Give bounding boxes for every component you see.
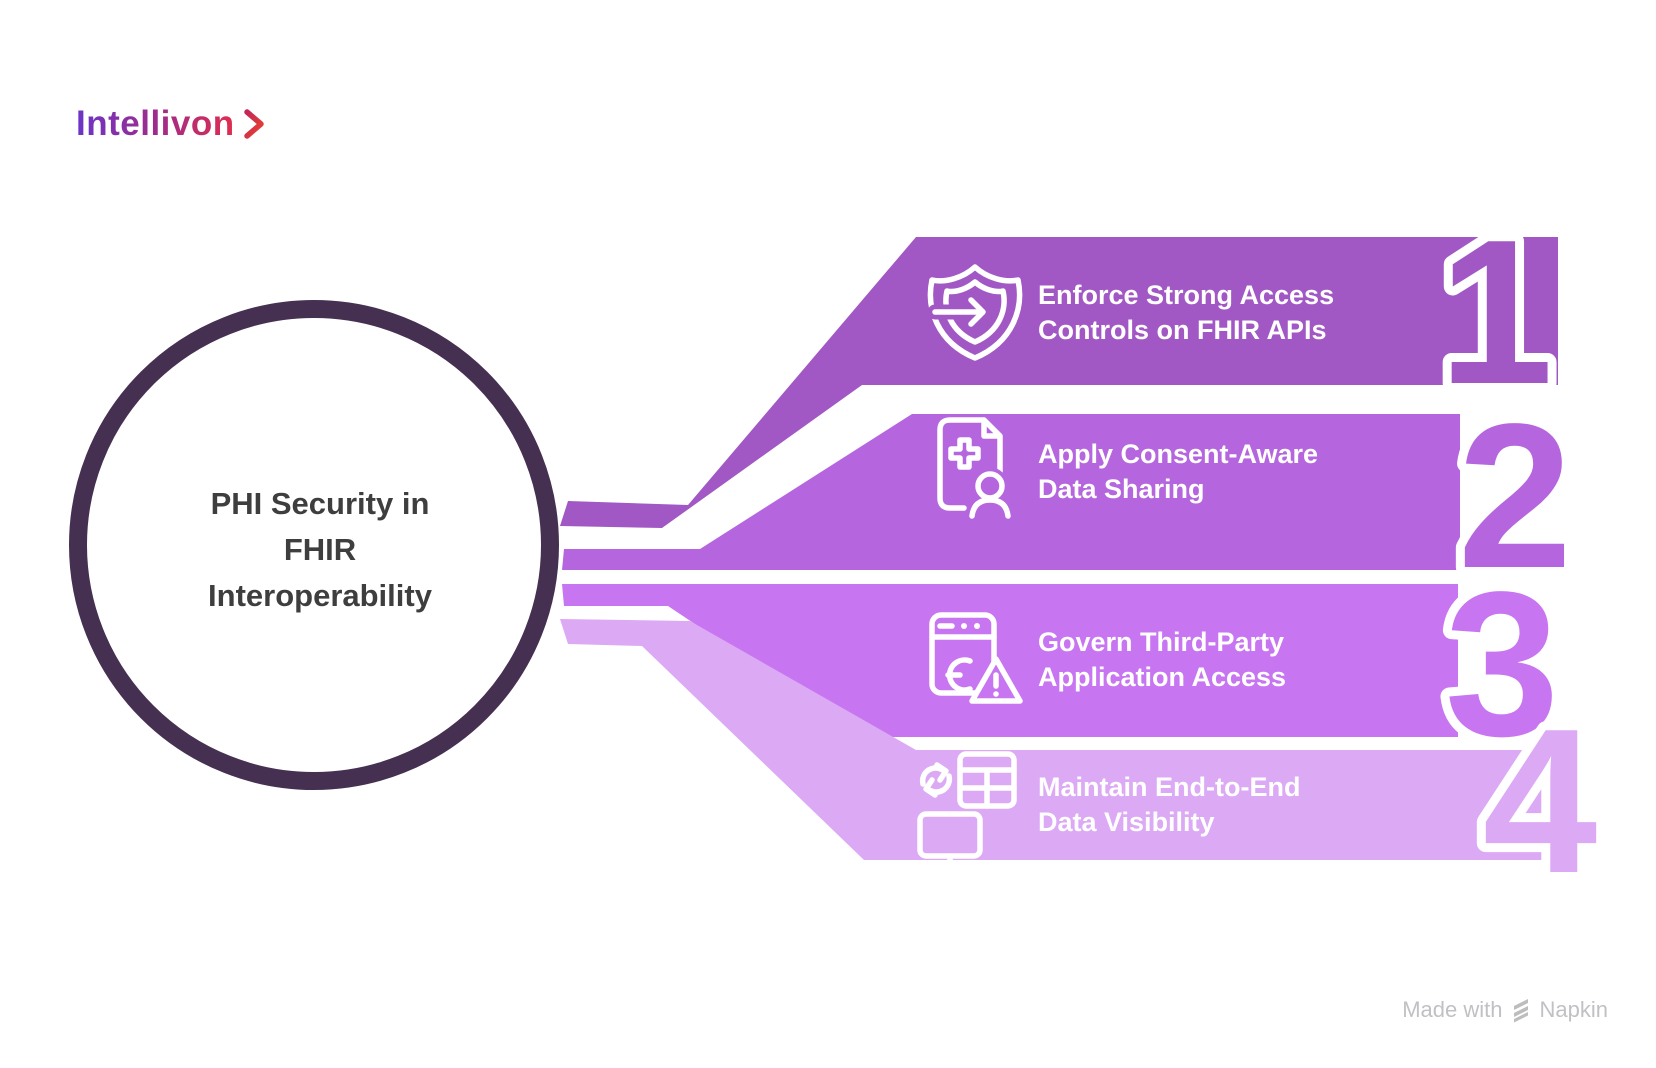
footer-made-with-text: Made with — [1402, 997, 1503, 1022]
step-1-label-line1: Enforce Strong Access — [1038, 280, 1334, 310]
step-3-label-line1: Govern Third-Party — [1038, 627, 1284, 657]
step-2-label-line1: Apply Consent-Aware — [1038, 439, 1318, 469]
center-title-line2: FHIR — [284, 532, 356, 567]
footer-credit: Made with Napkin — [1402, 997, 1608, 1023]
center-title-line1: PHI Security in — [211, 486, 430, 521]
step-2-number: 2 — [1458, 381, 1573, 611]
step-4-ribbon — [560, 619, 1570, 860]
app-window-warning-icon — [929, 612, 1023, 704]
step-3-banner: 3 Govern Third-Party Application Access — [562, 540, 1568, 788]
step-1-label-line2: Controls on FHIR APIs — [1038, 315, 1327, 345]
medical-document-user-icon — [937, 417, 1015, 519]
step-2-label-line2: Data Sharing — [1038, 474, 1205, 504]
shield-arrow-icon — [927, 264, 1023, 361]
brand-chevron-icon — [243, 109, 264, 139]
step-1-number: 1 — [1439, 197, 1554, 427]
step-1-ribbon — [560, 237, 1558, 528]
napkin-logo-icon — [1513, 998, 1528, 1022]
step-3-label-line2: Application Access — [1038, 662, 1286, 692]
step-4-banner: 4 Maintain End-to-End Data Visibility — [560, 619, 1606, 925]
footer-brand-text: Napkin — [1539, 997, 1608, 1022]
step-4-number: 4 — [1483, 686, 1598, 916]
step-3-ribbon — [562, 584, 1458, 737]
step-2-banner: 2 Apply Consent-Aware Data Sharing — [562, 372, 1581, 620]
step-4-label-line1: Maintain End-to-End — [1038, 772, 1300, 802]
step-3-number: 3 — [1445, 549, 1560, 779]
step-4-label-line2: Data Visibility — [1038, 807, 1215, 837]
sync-table-monitor-icon — [917, 751, 1017, 866]
step-1-banner: 1 Enforce Strong Access Controls on FHIR… — [560, 188, 1562, 528]
brand-logo-text: Intellivon — [76, 104, 235, 143]
step-2-ribbon — [562, 414, 1460, 570]
center-title-line3: Interoperability — [208, 578, 433, 613]
center-circle-ring — [69, 300, 559, 790]
brand-logo: Intellivon — [76, 104, 268, 144]
